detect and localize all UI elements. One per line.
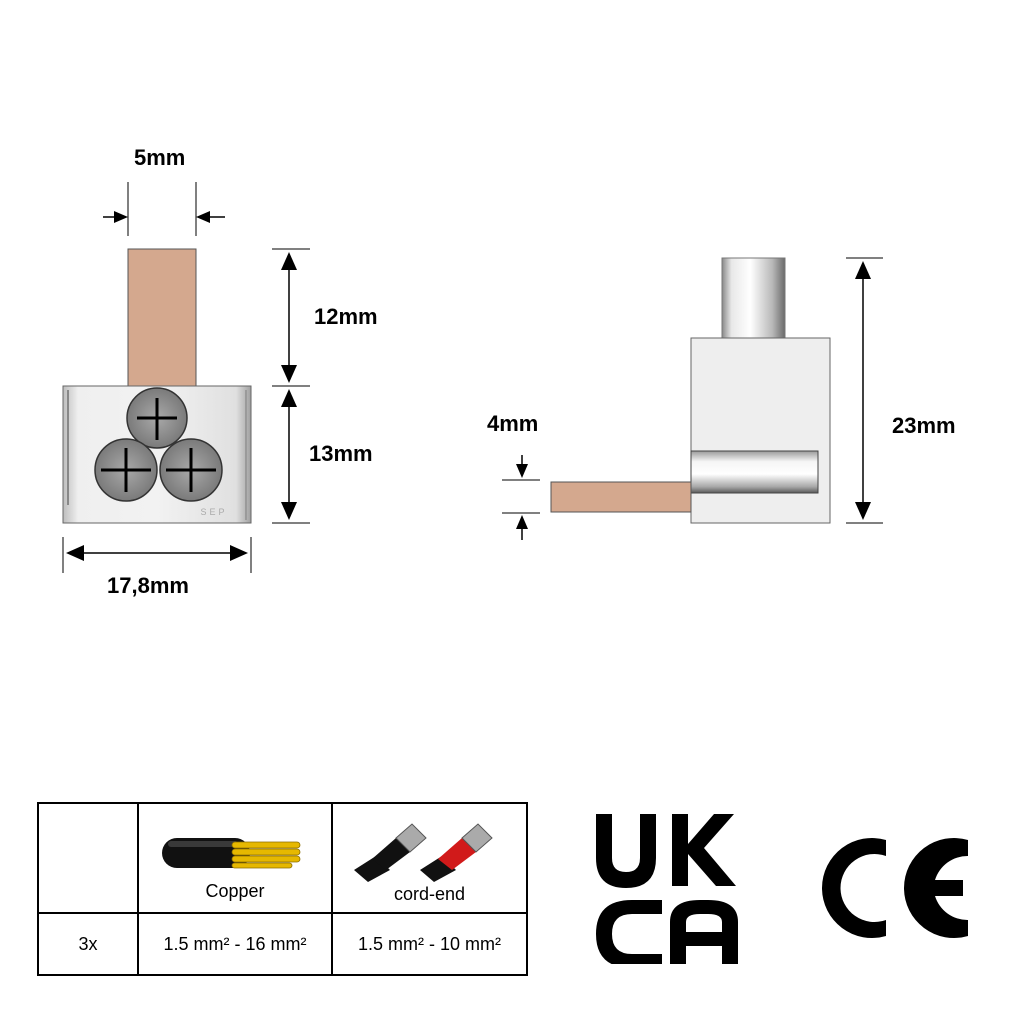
svg-text:UK: UK: [590, 812, 592, 813]
front-view: SEP: [62, 182, 310, 573]
black-ferrule-icon: [353, 822, 427, 882]
dim-pin-width: 5mm: [134, 145, 186, 170]
dim-pin-thickness: 4mm: [487, 411, 539, 436]
copper-range-cell: 1.5 mm² - 16 mm²: [137, 912, 333, 976]
dim-pin-height: 12mm: [314, 304, 378, 329]
terminal-body-side: [690, 337, 831, 524]
copper-pin-side: [550, 481, 692, 513]
cord-end-range-cell: 1.5 mm² - 10 mm²: [331, 912, 528, 976]
dim-body-width: 17,8mm: [107, 573, 189, 598]
copper-label: Copper: [205, 880, 265, 901]
dim-total-height: 23mm: [892, 413, 956, 438]
screw-cylinder-side: [721, 257, 786, 339]
cord-end-label: cord-end: [393, 883, 466, 904]
screw-bottom-left: [94, 438, 158, 502]
screw-top: [126, 387, 188, 449]
header-empty-cell: [37, 802, 139, 914]
table-header-row: Copper cord-end: [37, 802, 528, 914]
header-cord-end-cell: cord-end: [331, 802, 528, 914]
ce-mark: [822, 838, 968, 938]
side-view: [502, 257, 883, 540]
screw-bottom-right: [159, 438, 223, 502]
body-marking: SEP: [200, 507, 227, 517]
dim-body-height: 13mm: [309, 441, 373, 466]
table-row: 3x 1.5 mm² - 16 mm² 1.5 mm² - 10 mm²: [37, 912, 528, 976]
copper-pin-front: [127, 248, 197, 387]
red-ferrule-icon: [419, 822, 493, 882]
qty-cell: 3x: [37, 912, 139, 976]
cord-end-icon: [353, 822, 493, 882]
ukca-mark: UK: [590, 812, 738, 964]
copper-cable-icon: [162, 837, 301, 868]
header-copper-cell: Copper: [137, 802, 333, 914]
technical-drawing: SEP: [62, 182, 883, 573]
clamp-bar-side: [690, 450, 819, 494]
spec-table: Copper cord-end 3x 1.5 mm² - 16 mm² 1.5 …: [37, 802, 528, 976]
